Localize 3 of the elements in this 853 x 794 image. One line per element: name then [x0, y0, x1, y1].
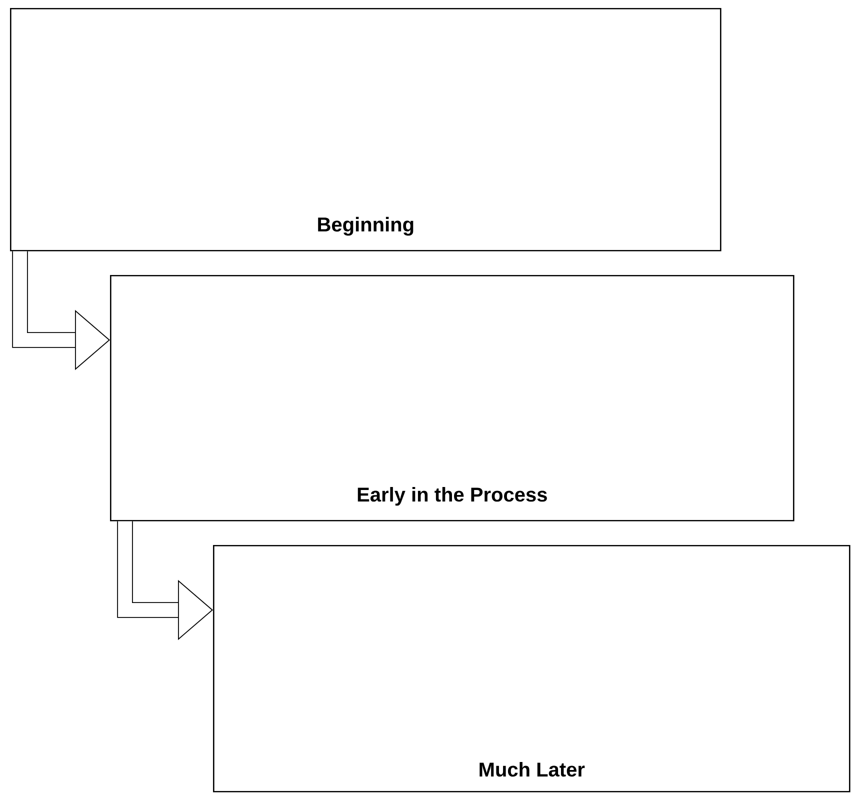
process-box: Much Later: [213, 545, 850, 792]
process-box: Beginning: [10, 8, 722, 252]
process-box: Early in the Process: [110, 275, 794, 522]
